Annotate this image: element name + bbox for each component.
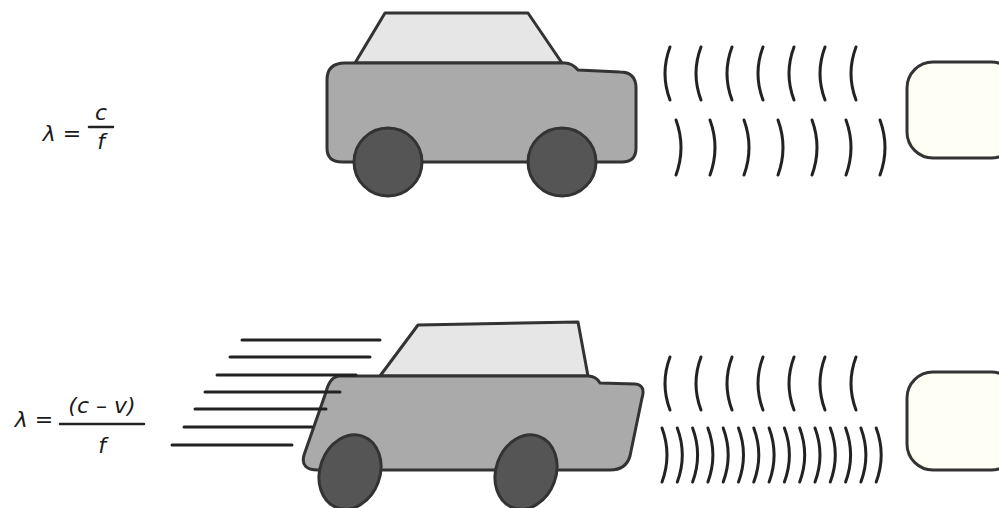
numerator: c <box>95 102 107 124</box>
wave-arc <box>676 120 681 175</box>
fraction-bar <box>60 423 144 426</box>
wave-arc <box>820 357 825 410</box>
wave-arc <box>710 120 715 175</box>
wave-arc <box>758 357 763 410</box>
wave-arc <box>696 47 701 100</box>
wave-arc <box>723 428 728 482</box>
wave-arc <box>789 357 794 410</box>
wave-arc <box>876 428 881 482</box>
denominator: f <box>98 435 106 457</box>
speed-lines <box>172 340 380 445</box>
wave-arc <box>846 120 851 175</box>
fraction-bar <box>89 126 113 129</box>
stationary-car <box>327 13 636 196</box>
wave-arc <box>830 428 835 482</box>
wave-arc <box>754 428 759 482</box>
wave-arc <box>696 357 701 410</box>
moving-car <box>303 322 643 508</box>
wave-arc <box>727 357 732 410</box>
wave-arc <box>880 120 885 175</box>
wave-arc <box>708 428 713 482</box>
wave-arc <box>815 428 820 482</box>
observer-wall <box>907 62 999 470</box>
wave-arc <box>744 120 749 175</box>
wave-arc <box>769 428 774 482</box>
wave-arc <box>758 47 763 100</box>
wave-arc <box>778 120 783 175</box>
wave-arc <box>789 47 794 100</box>
wave-arc <box>677 428 682 482</box>
wave-arc <box>727 47 732 100</box>
wave-arc <box>665 47 670 100</box>
wave-arc <box>800 428 805 482</box>
formula-lhs: λ = <box>43 123 81 145</box>
wave-arc <box>851 47 856 100</box>
wave-arc <box>820 47 825 100</box>
denominator: f <box>97 131 105 153</box>
sound-waves <box>662 47 885 482</box>
wave-arc <box>739 428 744 482</box>
wave-arc <box>784 428 789 482</box>
formula-lhs: λ = <box>15 409 53 431</box>
wave-arc <box>662 428 667 482</box>
wave-arc <box>812 120 817 175</box>
wave-arc <box>693 428 698 482</box>
wave-arc <box>846 428 851 482</box>
wave-arc <box>851 357 856 410</box>
numerator: (c – v) <box>68 395 135 417</box>
wave-arc <box>665 357 670 410</box>
wave-arc <box>861 428 866 482</box>
